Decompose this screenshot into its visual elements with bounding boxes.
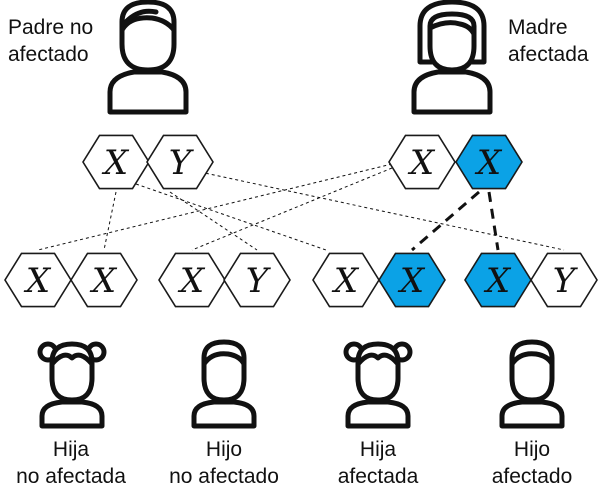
inheritance-lines (37, 163, 565, 252)
child3-chromosome-2: X (378, 252, 446, 308)
child2-chromosome-1-shape (158, 252, 226, 308)
line-mother-affected-son (487, 191, 500, 251)
child1-chromosome-1: X (4, 252, 72, 308)
line-father-y-son2 (199, 171, 565, 251)
daughter-affected-icon (343, 341, 413, 429)
child4-chromosome-1-letter: X (483, 261, 512, 301)
mother-icon (411, 0, 493, 115)
child-label-2: Hijo no afectado (159, 436, 289, 490)
mother-chromosome-x2-shape (455, 134, 523, 190)
child-label-3: Hija afectada (313, 436, 443, 490)
line-father-x-daughter1 (103, 191, 117, 251)
child1-chromosome-1-letter: X (23, 261, 52, 301)
mother-chromosome-x1-shape (388, 134, 456, 190)
child3-chromosome-1-shape (312, 252, 380, 308)
child-label-2-line1: Hijo (205, 438, 243, 461)
child4-chromosome-2-shape (530, 252, 598, 308)
line-father-x-daughter2 (135, 183, 327, 251)
child1-chromosome-2-shape (70, 252, 138, 308)
child-label-1-line2: no afectada (16, 465, 126, 488)
child-label-2-line2: no afectado (169, 465, 279, 488)
father-icon (107, 0, 189, 115)
mother-chromosome-x1-letter: X (407, 143, 436, 183)
father-chromosome-y-letter: Y (169, 143, 195, 183)
child1-chromosome-2: X (70, 252, 138, 308)
mother-label: Madre afectada (508, 14, 589, 68)
mother-chromosome-x2-letter: X (474, 143, 503, 183)
mother-label-line2: afectada (508, 43, 589, 66)
father-chromosome-x: X (82, 134, 150, 190)
child2-chromosome-2: Y (223, 252, 291, 308)
child2-chromosome-2-letter: Y (246, 261, 272, 301)
father-chromosome-x-shape (82, 134, 150, 190)
child-label-4-line2: afectado (491, 465, 573, 488)
child4-chromosome-1-shape (464, 252, 532, 308)
child3-chromosome-2-letter: X (397, 261, 426, 301)
line-mother-x-daughter1 (37, 163, 393, 251)
line-mother-affected-daughter (411, 190, 480, 252)
child-label-1: Hija no afectada (6, 436, 136, 490)
child-label-3-line1: Hija (359, 438, 397, 461)
father-chromosome-y: Y (146, 134, 214, 190)
father-chromosome-y-shape (146, 134, 214, 190)
child1-chromosome-2-letter: X (89, 261, 118, 301)
child1-chromosome-1-shape (4, 252, 72, 308)
daughter-unaffected-icon (37, 341, 107, 429)
son-unaffected-icon (191, 339, 257, 429)
child2-chromosome-2-shape (223, 252, 291, 308)
child4-chromosome-2-letter: Y (553, 261, 579, 301)
father-label: Padre no afectado (8, 14, 93, 68)
son-affected-icon (499, 339, 565, 429)
child-label-4: Hijo afectado (467, 436, 597, 490)
child3-chromosome-1: X (312, 252, 380, 308)
mother-chromosome-x2: X (455, 134, 523, 190)
child2-chromosome-1-letter: X (177, 261, 206, 301)
father-chromosome-x-letter: X (101, 143, 130, 183)
father-label-line1: Padre no (8, 16, 94, 39)
child3-chromosome-1-letter: X (331, 261, 360, 301)
father-label-line2: afectado (8, 43, 89, 66)
line-mother-x-son1 (191, 167, 393, 251)
child2-chromosome-1: X (158, 252, 226, 308)
child4-chromosome-2: Y (530, 252, 598, 308)
child-label-4-line1: Hijo (513, 438, 551, 461)
child-label-3-line2: afectada (337, 465, 419, 488)
child-label-1-line1: Hija (52, 438, 90, 461)
mother-chromosome-x1: X (388, 134, 456, 190)
mother-label-line1: Madre (508, 16, 568, 39)
child4-chromosome-1: X (464, 252, 532, 308)
child3-chromosome-2-shape (378, 252, 446, 308)
